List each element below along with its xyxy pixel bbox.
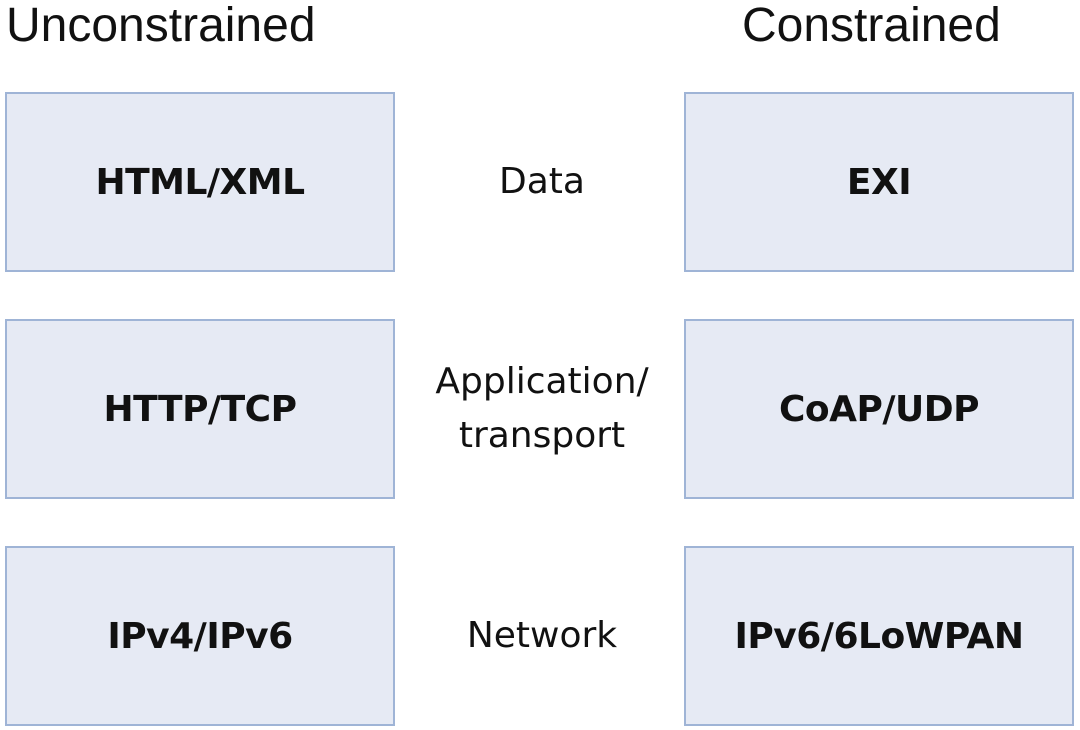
unconstrained-data-box: HTML/XML [5, 92, 395, 272]
constrained-data-label: EXI [846, 161, 912, 203]
constrained-data-box: EXI [684, 92, 1074, 272]
constrained-network-box: IPv6/6LoWPAN [684, 546, 1074, 726]
unconstrained-transport-label: HTTP/TCP [103, 388, 297, 430]
layer-label-network: Network [400, 546, 684, 726]
constrained-network-label: IPv6/6LoWPAN [734, 615, 1024, 657]
constrained-heading: Constrained [742, 0, 1001, 52]
unconstrained-data-label: HTML/XML [95, 161, 305, 203]
layer-label-application-transport: Application/ transport [400, 319, 684, 499]
layer-label-line-2: transport [458, 415, 626, 456]
unconstrained-network-label: IPv4/IPv6 [107, 615, 293, 657]
layer-label-application-transport-text: Application/ transport [435, 355, 648, 463]
unconstrained-transport-box: HTTP/TCP [5, 319, 395, 499]
constrained-transport-box: CoAP/UDP [684, 319, 1074, 499]
layer-label-line-1: Application/ [435, 361, 649, 402]
layer-label-data-text: Data [499, 161, 585, 202]
constrained-transport-label: CoAP/UDP [778, 388, 980, 430]
layer-label-data: Data [400, 92, 684, 272]
unconstrained-network-box: IPv4/IPv6 [5, 546, 395, 726]
layer-label-network-text: Network [466, 615, 618, 656]
unconstrained-heading: Unconstrained [6, 0, 316, 52]
